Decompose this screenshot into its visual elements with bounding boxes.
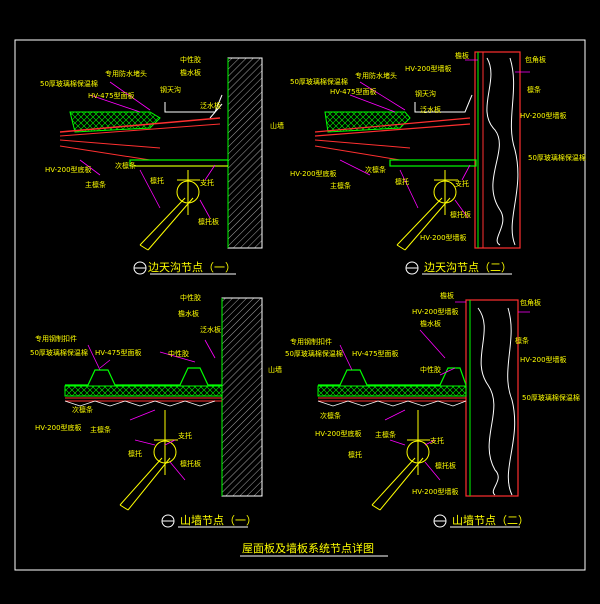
detail-title-2: 边天沟节点（二） <box>424 261 512 274</box>
callout-label: 檩托板 <box>180 459 201 468</box>
brace <box>139 197 194 251</box>
callout-label: 钢天沟 <box>160 85 181 94</box>
callout-label: 檩托 <box>395 177 409 186</box>
drawing-title: 屋面板及墙板系统节点详图 <box>242 541 374 555</box>
callout-label: 泛水板 <box>200 101 221 110</box>
callout-label: 次檩条 <box>115 161 136 170</box>
callout-label: 支托 <box>455 179 469 188</box>
callout-label: 钢天沟 <box>415 89 436 98</box>
callout-label: 次檩条 <box>72 405 93 414</box>
wall-hatch <box>227 57 263 249</box>
callout-label: HV-200型底板 <box>35 423 82 432</box>
detail-gable-1 <box>64 297 263 511</box>
callout-label: HV-200型墙板 <box>520 355 567 364</box>
callout-label: HV-200型底板 <box>290 169 337 178</box>
callout-label: 支托 <box>178 431 192 440</box>
callout-label: 50厚玻璃棉保温棉 <box>528 153 586 162</box>
callout-label: 包角板 <box>525 55 546 64</box>
callout-label: 山墙 <box>270 121 284 130</box>
callout-label: HV-200型墙板 <box>520 111 567 120</box>
callout-label: 专用防水堵头 <box>355 71 397 80</box>
callout-label: HV-200型墙板 <box>405 64 452 73</box>
detail-title-4: 山墙节点（二） <box>452 513 529 527</box>
callout-label: HV-200型底板 <box>315 429 362 438</box>
callout-label: 支托 <box>200 178 214 187</box>
callout-label: 檐水板 <box>420 319 441 328</box>
callout-label: HV-200型墙板 <box>412 307 459 316</box>
callout-label: 50厚玻璃棉保温棉 <box>522 393 580 402</box>
detail-title-1: 边天沟节点（一） <box>148 261 236 274</box>
callout-label: HV-475型面板 <box>95 348 142 357</box>
callout-label: 中性胶 <box>180 293 201 302</box>
detail-markers <box>133 261 447 528</box>
callout-label: 包角板 <box>520 298 541 307</box>
callout-label: HV-200型墙板 <box>420 233 467 242</box>
callout-label: 山墙 <box>268 365 282 374</box>
callout-label: 专用钢制扣件 <box>290 337 332 346</box>
callout-label: 次檩条 <box>320 411 341 420</box>
callout-label: 主檩条 <box>85 180 106 189</box>
callout-label: HV-200型底板 <box>45 165 92 174</box>
callout-label: 50厚玻璃棉保温棉 <box>30 348 88 357</box>
callout-label: 中性胶 <box>180 55 201 64</box>
callout-label: HV-200型墙板 <box>412 487 459 496</box>
callout-label: HV-475型面板 <box>352 349 399 358</box>
steel-gutter <box>164 94 223 113</box>
callout-label: 檐水板 <box>178 309 199 318</box>
callout-label: 檐板 <box>440 291 454 300</box>
callout-label: 檩托 <box>348 450 362 459</box>
callout-label: HV-475型面板 <box>88 91 135 100</box>
callout-label: 檩条 <box>527 85 541 94</box>
detail-gutter-2 <box>314 51 530 251</box>
wall-insulation <box>486 57 504 246</box>
callout-label: 檩条 <box>515 336 529 345</box>
callout-label: 檩托 <box>150 176 164 185</box>
title-underlines <box>150 273 520 557</box>
drawing-frame <box>14 39 586 571</box>
callout-label: 主檩条 <box>90 425 111 434</box>
roof-insulation <box>69 111 161 133</box>
callout-label: 主檩条 <box>375 430 396 439</box>
callout-label: 50厚玻璃棉保温棉 <box>290 77 348 86</box>
purlin-beam <box>129 159 229 167</box>
callout-label: HV-475型面板 <box>330 87 377 96</box>
callout-label: 次檩条 <box>365 165 386 174</box>
callout-label: 50厚玻璃棉保温棉 <box>40 79 98 88</box>
callout-label: 支托 <box>430 436 444 445</box>
callout-label: 专用防水堵头 <box>105 69 147 78</box>
callout-label: 檩托板 <box>435 461 456 470</box>
detail-gutter-1 <box>59 57 263 251</box>
detail-title-3: 山墙节点（一） <box>180 513 257 527</box>
callout-label: 檩托板 <box>198 217 219 226</box>
callout-label: 檐水板 <box>180 68 201 77</box>
callout-label: 泛水板 <box>200 325 221 334</box>
callout-label: 檐板 <box>455 51 469 60</box>
callout-label: 中性胶 <box>420 365 441 374</box>
callout-label: 泛水板 <box>420 105 441 114</box>
callout-label: 中性胶 <box>168 349 189 358</box>
callout-label: 50厚玻璃棉保温棉 <box>285 349 343 358</box>
callout-label: 专用钢制扣件 <box>35 334 77 343</box>
callout-labels: 中性胶檐水板专用防水堵头50厚玻璃棉保温棉HV-475型面板钢天沟泛水板山墙HV… <box>30 51 586 496</box>
callout-label: 主檩条 <box>330 181 351 190</box>
detail-gable-2 <box>317 299 530 511</box>
callout-label: 檩托 <box>128 449 142 458</box>
callout-label: 檩托板 <box>450 210 471 219</box>
roof-panel-ribs <box>65 367 222 386</box>
roof-panel <box>59 117 221 133</box>
